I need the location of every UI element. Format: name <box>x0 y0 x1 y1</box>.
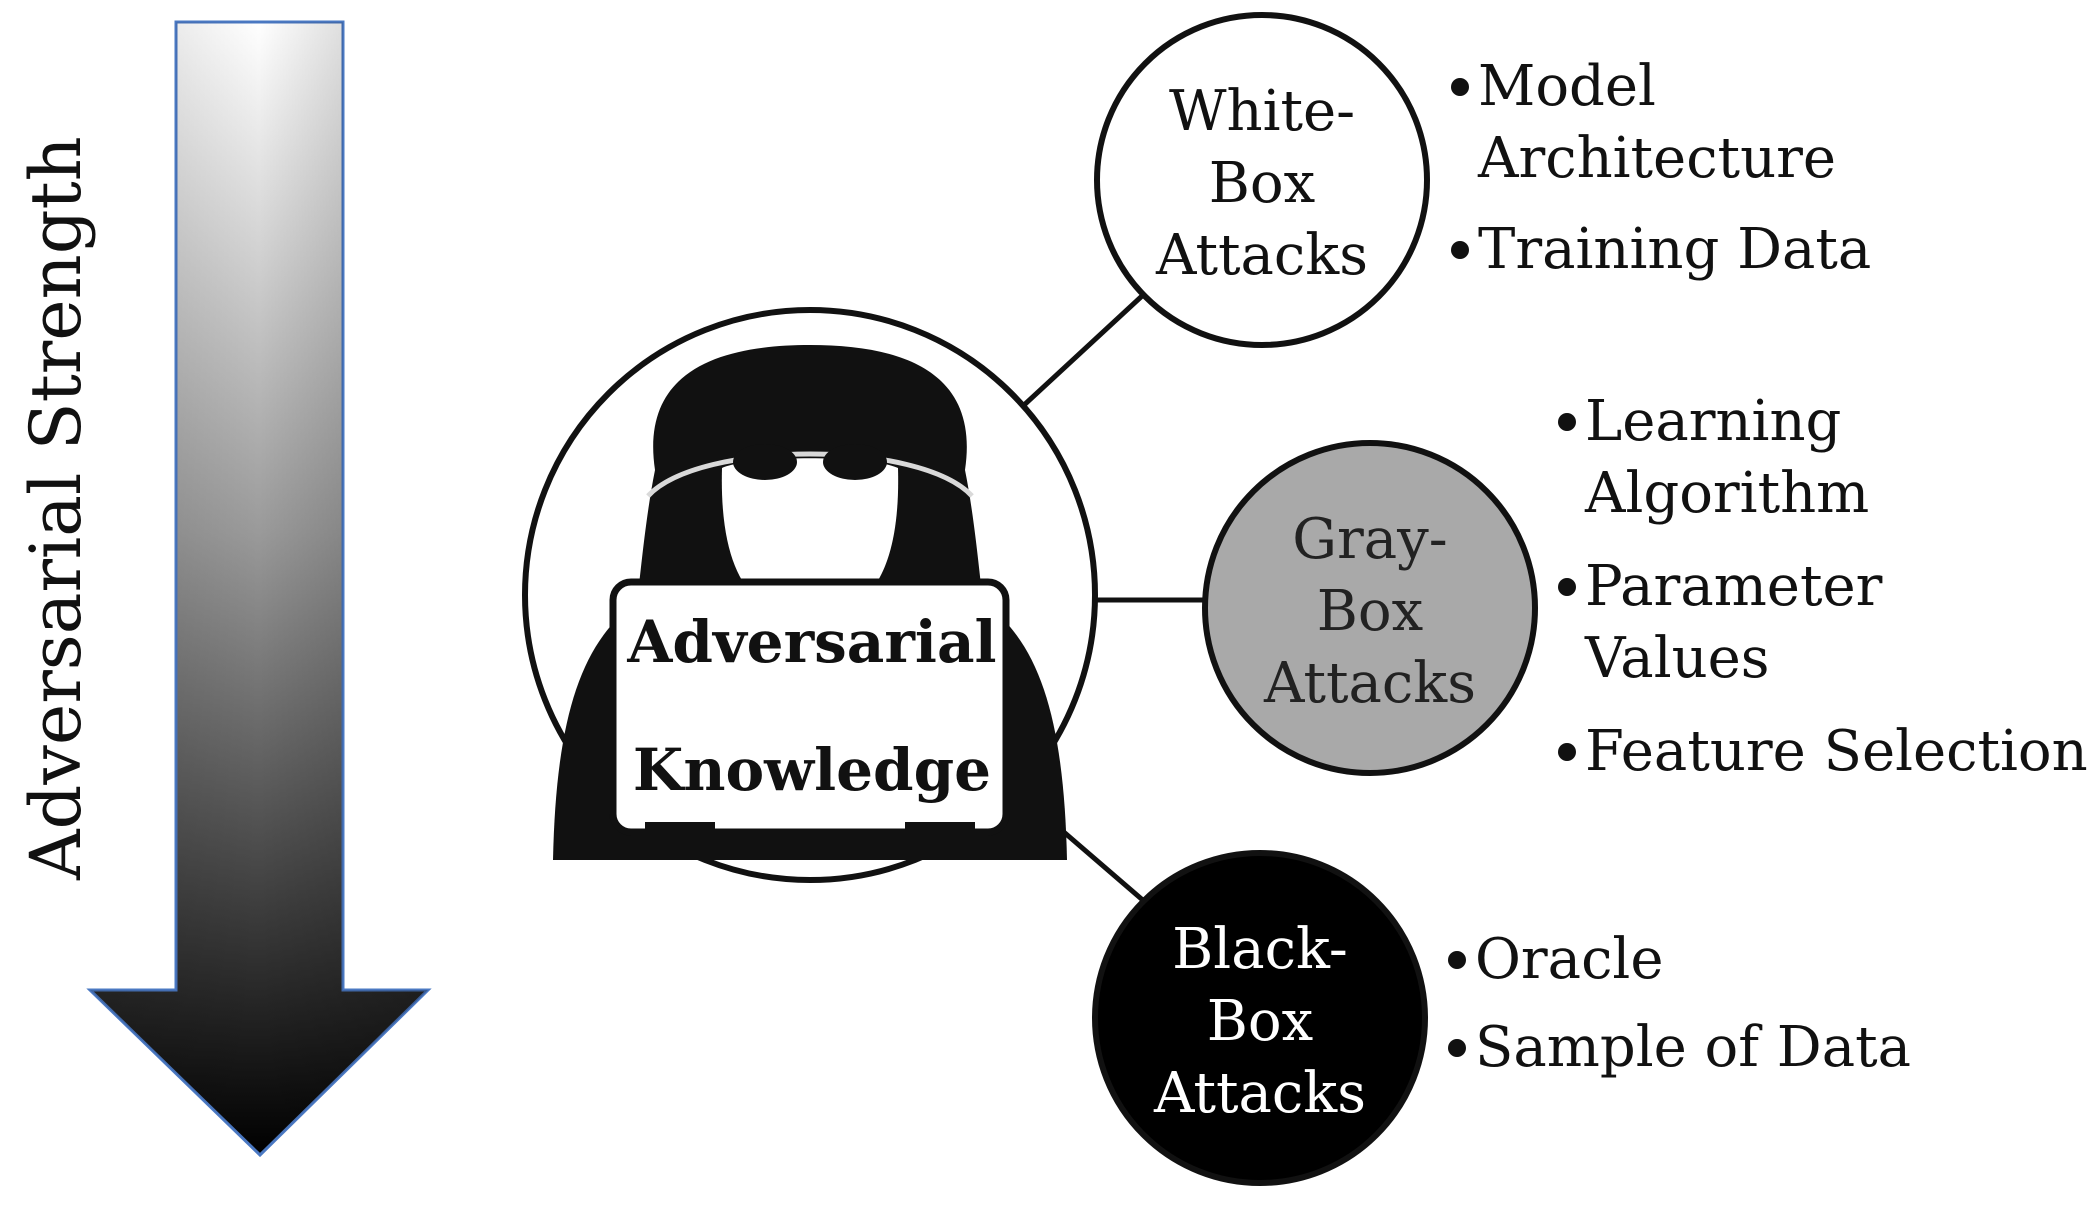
gray-bullet-text: Algorithm <box>1584 461 1869 526</box>
bullet-dot <box>1558 578 1576 596</box>
bullet-dot <box>1451 241 1469 259</box>
bullet-dot <box>1448 1039 1466 1057</box>
bullet-dot <box>1451 78 1469 96</box>
gray-bullet-text: Feature Selection <box>1585 719 2088 784</box>
white-box-label-line: White- <box>1169 79 1355 144</box>
gray-box-circle <box>1202 440 1538 776</box>
adversary-node: Adversarial Knowledge <box>522 307 1098 883</box>
white-bullet-text: Model <box>1478 54 1656 119</box>
gray-bullet-text: Learning <box>1585 389 1841 454</box>
black-bullet-text: Oracle <box>1475 927 1663 992</box>
black-box-circle <box>1092 850 1428 1186</box>
center-label-line1: Adversarial <box>626 608 996 676</box>
center-label-line2: Knowledge <box>633 736 991 804</box>
gray-bullet-text: Values <box>1584 626 1770 691</box>
black-box-label-line: Box <box>1207 989 1313 1054</box>
gray-box-label-line: Gray- <box>1292 507 1447 572</box>
white-box-circle <box>1094 12 1430 348</box>
white-box-label-line: Attacks <box>1155 223 1368 288</box>
black-box-label-line: Black- <box>1172 917 1348 982</box>
bullet-dot <box>1558 743 1576 761</box>
gray-box-label-line: Attacks <box>1263 651 1476 716</box>
laptop-screen <box>609 578 1010 836</box>
strength-label: Adversarial Strength <box>15 136 97 881</box>
white-bullet-text: Training Data <box>1478 217 1871 282</box>
gray-box-label-line: Box <box>1317 579 1423 644</box>
white-box-label-line: Box <box>1209 151 1315 216</box>
gray-bullet-text: Parameter <box>1585 554 1883 619</box>
black-box-label-line: Attacks <box>1153 1061 1366 1126</box>
strength-arrow <box>86 20 432 1158</box>
black-bullet-text: Sample of Data <box>1475 1015 1911 1080</box>
attack-nodes: White-BoxAttacksModelArchitectureTrainin… <box>1092 12 2088 1186</box>
hacker-icon <box>553 345 1067 860</box>
white-bullet-text: Architecture <box>1477 126 1836 191</box>
connector-white <box>1008 294 1144 420</box>
bullet-dot <box>1558 413 1576 431</box>
bullet-dot <box>1448 951 1466 969</box>
